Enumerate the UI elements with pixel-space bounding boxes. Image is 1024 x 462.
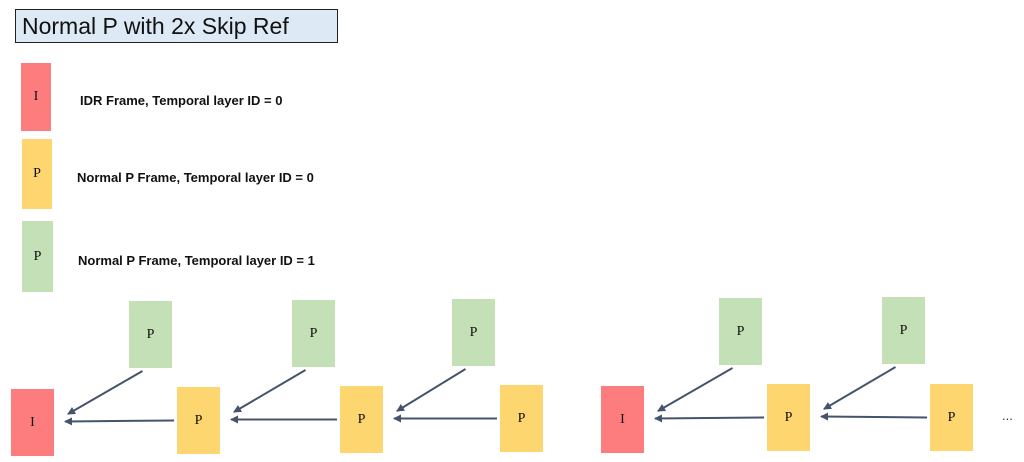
frame-label: P [517, 410, 526, 426]
legend-swatch-p-layer0-label: P [33, 166, 41, 181]
frame-label: P [784, 409, 793, 425]
legend-swatch-p-layer1: P [22, 221, 53, 292]
frame-label: P [357, 411, 366, 427]
reference-arrow-8-to-7 [657, 367, 733, 412]
legend-text-p-layer0: Normal P Frame, Temporal layer ID = 0 [77, 170, 314, 185]
frame-label: I [620, 411, 625, 427]
reference-arrow-1-to-0 [67, 370, 143, 415]
frame-8-p1: P [719, 298, 762, 365]
frame-4-p0: P [340, 386, 383, 453]
frame-0-idr: I [11, 389, 54, 456]
frame-7-idr: I [601, 386, 644, 453]
frame-6-p0: P [500, 385, 543, 452]
frame-1-p1: P [129, 301, 172, 368]
frame-label: P [309, 325, 318, 341]
reference-arrow-5-to-4 [396, 368, 467, 412]
frame-label: P [947, 409, 956, 425]
frame-5-p1: P [452, 299, 495, 366]
frame-label: P [736, 323, 745, 339]
reference-arrow-10-to-9 [823, 366, 897, 410]
legend-swatch-idr-label: I [33, 89, 39, 104]
frame-label: P [899, 322, 908, 338]
frame-3-p1: P [292, 300, 335, 367]
legend-swatch-p-layer0: P [22, 139, 52, 209]
frame-9-p0: P [767, 384, 810, 451]
legend-text-idr: IDR Frame, Temporal layer ID = 0 [80, 93, 283, 108]
reference-arrow-3-to-2 [233, 369, 307, 413]
frame-label: P [146, 326, 155, 342]
frame-2-p0: P [177, 387, 220, 454]
frame-label: I [30, 414, 35, 430]
legend-swatch-p-layer1-label: P [33, 248, 42, 264]
legend-text-p-layer1: Normal P Frame, Temporal layer ID = 1 [78, 253, 315, 268]
frame-11-p0: P [930, 384, 973, 451]
continuation-ellipsis: ... [1002, 408, 1013, 423]
frame-label: P [194, 412, 203, 428]
reference-arrow-9-to-7 [654, 414, 765, 423]
reference-arrow-11-to-9 [820, 412, 928, 421]
frame-10-p1: P [882, 297, 925, 364]
diagram-title: Normal P with 2x Skip Ref [15, 9, 338, 43]
frame-label: P [469, 324, 478, 340]
reference-arrow-2-to-0 [64, 417, 175, 426]
legend-swatch-idr: I [21, 63, 51, 131]
